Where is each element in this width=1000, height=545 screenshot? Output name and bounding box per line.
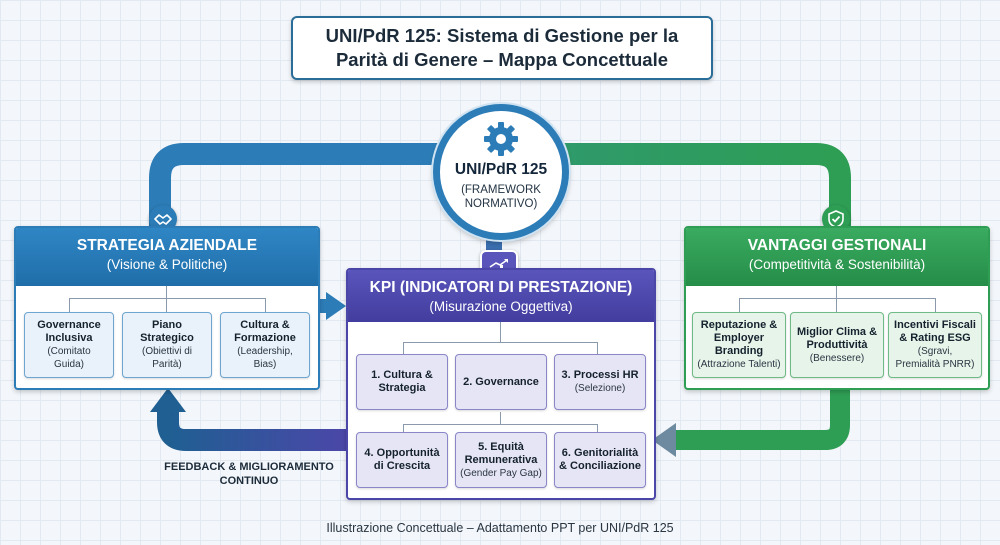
item-title: & Rating ESG <box>899 332 971 344</box>
framework-circle: UNI/PdR 125 (FRAMEWORK NORMATIVO) <box>433 104 569 240</box>
tree-line <box>166 298 167 312</box>
item-title: Cultura & <box>240 319 290 331</box>
tree-line <box>403 424 597 425</box>
kpi-item-hr-processes: 3. Processi HR (Selezione) <box>554 354 646 410</box>
item-title: 4. Opportunità <box>364 447 440 459</box>
item-title: Governance <box>37 319 101 331</box>
item-title: 3. Processi HR <box>561 369 639 381</box>
tree-line <box>836 298 837 312</box>
tree-line <box>166 286 167 298</box>
item-note: (Selezione) <box>574 383 626 394</box>
kpi-item-parenthood: 6. Genitorialità & Conciliazione <box>554 432 646 488</box>
diagram-title-box: UNI/PdR 125: Sistema di Gestione per la … <box>291 16 713 80</box>
strategy-panel-subtitle: (Visione & Politiche) <box>106 257 228 272</box>
tree-line <box>500 322 501 342</box>
framework-title: UNI/PdR 125 <box>454 161 548 178</box>
tree-line <box>935 298 936 312</box>
item-note: Parità) <box>152 359 182 370</box>
tree-line <box>739 298 740 312</box>
tree-line <box>739 298 935 299</box>
tree-line <box>597 424 598 432</box>
framework-sub-line2: NORMATIVO) <box>464 198 538 210</box>
item-title: Strategico <box>140 332 194 344</box>
item-title: 5. Equità <box>478 440 524 453</box>
diagram-title-line1: UNI/PdR 125: Sistema di Gestione per la <box>325 25 679 46</box>
item-title: & Conciliazione <box>559 460 641 472</box>
item-title: Incentivi Fiscali <box>894 319 976 331</box>
tree-line <box>403 342 404 354</box>
item-title: Remunerativa <box>464 453 538 466</box>
benefit-item-tax-incentives: Incentivi Fiscali & Rating ESG (Sgravi, … <box>888 312 982 378</box>
item-note: Bias) <box>253 359 277 370</box>
diagram-title-line2: Parità di Genere – Mappa Concettuale <box>335 49 669 70</box>
item-title: Produttività <box>806 338 868 351</box>
strategy-item-plan: Piano Strategico (Obiettivi di Parità) <box>122 312 212 378</box>
item-note: (Obiettivi di <box>141 346 192 357</box>
feedback-label: FEEDBACK & MIGLIORAMENTO CONTINUO <box>154 460 344 488</box>
right-to-kpi-arrowhead <box>652 423 676 457</box>
feedback-label-line1: FEEDBACK & MIGLIORAMENTO <box>164 461 334 473</box>
benefits-panel: VANTAGGI GESTIONALI (Competitività & Sos… <box>684 226 990 390</box>
framework-sub-line1: (FRAMEWORK <box>461 184 541 196</box>
strategy-item-governance: Governance Inclusiva (Comitato Guida) <box>24 312 114 378</box>
strategy-panel-title: STRATEGIA AZIENDALE <box>76 237 258 254</box>
item-title: Branding <box>714 345 764 357</box>
tree-line <box>403 342 597 343</box>
item-title: Employer <box>713 332 765 344</box>
tree-line <box>597 342 598 354</box>
kpi-panel-subtitle: (Misurazione Oggettiva) <box>429 299 573 314</box>
item-note: (Gender Pay Gap) <box>460 467 542 479</box>
benefit-item-climate: Miglior Clima & Produttività (Benessere) <box>790 312 884 378</box>
feedback-loop-connector <box>157 408 346 451</box>
benefits-panel-title: VANTAGGI GESTIONALI <box>747 237 927 254</box>
item-title: di Crescita <box>373 460 431 472</box>
item-title: 1. Cultura & <box>371 369 433 381</box>
item-title: Reputazione & <box>700 319 778 331</box>
kpi-panel: KPI (INDICATORI DI PRESTAZIONE) (Misuraz… <box>346 268 656 500</box>
item-title: Formazione <box>234 332 296 344</box>
benefits-panel-subtitle: (Competitività & Sostenibilità) <box>748 257 926 272</box>
tree-line <box>69 298 265 299</box>
kpi-item-governance: 2. Governance <box>455 354 547 410</box>
item-title: Inclusiva <box>45 332 93 344</box>
right-to-kpi-connector <box>672 386 850 450</box>
kpi-panel-title: KPI (INDICATORI DI PRESTAZIONE) <box>369 279 633 296</box>
item-title: 2. Governance <box>463 375 539 388</box>
strategy-panel: STRATEGIA AZIENDALE (Visione & Politiche… <box>14 226 320 390</box>
item-title: 6. Genitorialità <box>561 447 639 459</box>
item-note: Guida) <box>53 359 84 370</box>
figure-caption: Illustrazione Concettuale – Adattamento … <box>326 521 674 535</box>
kpi-item-pay-equity: 5. Equità Remunerativa (Gender Pay Gap) <box>455 432 547 488</box>
kpi-item-growth-opportunity: 4. Opportunità di Crescita <box>356 432 448 488</box>
tree-line <box>265 298 266 312</box>
tree-line <box>836 286 837 298</box>
item-title: Miglior Clima & <box>796 325 878 338</box>
kpi-item-culture-strategy: 1. Cultura & Strategia <box>356 354 448 410</box>
left-to-kpi-arrowhead <box>326 292 346 320</box>
item-title: Strategia <box>378 382 426 394</box>
tree-line <box>69 298 70 312</box>
item-note: (Benessere) <box>809 352 865 364</box>
item-note: (Leadership, <box>237 346 293 357</box>
gear-icon <box>484 122 518 156</box>
feedback-loop-arrowhead <box>150 388 186 412</box>
item-note: Premialità PNRR) <box>895 359 975 370</box>
benefit-item-reputation: Reputazione & Employer Branding (Attrazi… <box>692 312 786 378</box>
tree-line <box>500 412 501 424</box>
feedback-label-line2: CONTINUO <box>219 475 279 487</box>
strategy-item-culture: Cultura & Formazione (Leadership, Bias) <box>220 312 310 378</box>
item-title: Piano <box>152 319 182 331</box>
item-note: (Comitato <box>47 346 91 357</box>
tree-line <box>403 424 404 432</box>
item-note: (Attrazione Talenti) <box>697 359 781 370</box>
item-note: (Sgravi, <box>917 346 953 357</box>
